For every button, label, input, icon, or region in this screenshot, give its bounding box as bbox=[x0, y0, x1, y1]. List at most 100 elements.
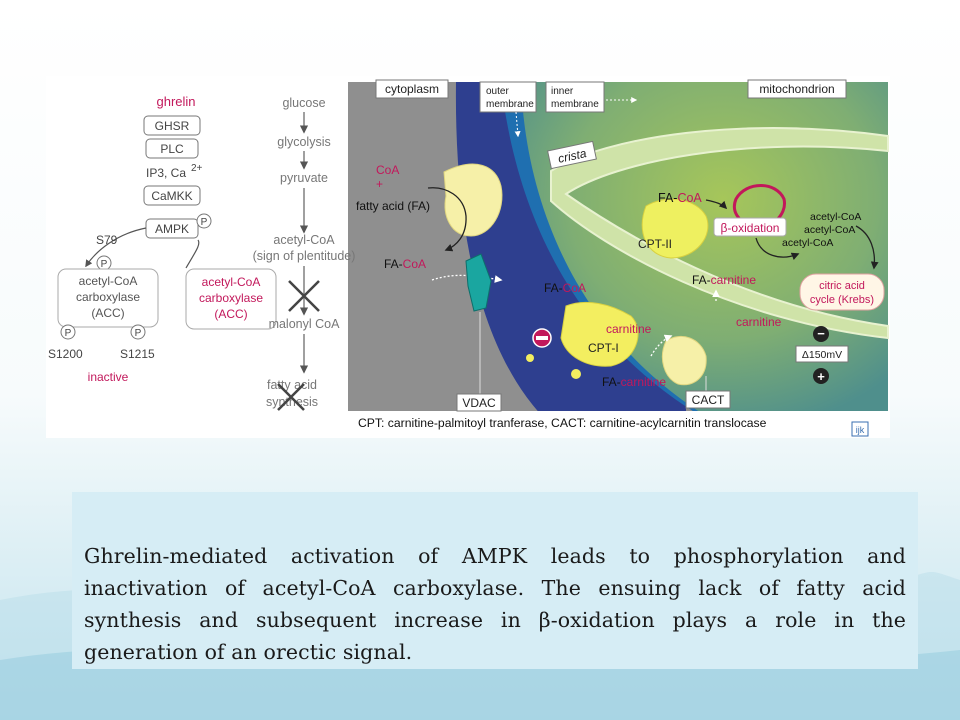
membrane-potential-tag bbox=[795, 345, 849, 363]
glucose-label: glucose bbox=[282, 96, 325, 110]
acc-active-box bbox=[185, 268, 277, 330]
krebs-cycle-box bbox=[799, 273, 885, 311]
fa-activation-arrow bbox=[427, 187, 467, 252]
camkk-box bbox=[143, 185, 201, 206]
positive-charge-icon bbox=[813, 368, 829, 384]
plc-label: PLC bbox=[160, 142, 184, 156]
acc-inactive-line3: (ACC) bbox=[91, 306, 124, 320]
ghsr-label: GHSR bbox=[155, 119, 190, 133]
ghrelin-label: ghrelin bbox=[156, 94, 195, 109]
inactive-label: inactive bbox=[88, 370, 129, 384]
ampk-phospho-label: P bbox=[201, 217, 208, 228]
membrane-potential-label: Δ150mV bbox=[802, 349, 842, 361]
acetylcoa-product-1: acetyl-CoA bbox=[810, 211, 861, 223]
plenitude-label: (sign of plentitude) bbox=[253, 249, 356, 263]
negative-charge-label: − bbox=[817, 326, 825, 341]
malonyl-label: malonyl CoA bbox=[269, 317, 341, 331]
krebs-line1: citric acid bbox=[819, 280, 865, 292]
s1200-phospho-label: P bbox=[65, 328, 72, 339]
ampk-to-acc-arrow bbox=[85, 227, 147, 268]
cact-protein bbox=[662, 336, 707, 386]
carnitine-ims-label: carnitine bbox=[606, 322, 652, 336]
fa-molecule-2 bbox=[571, 369, 581, 379]
carnitine-import-arrow bbox=[650, 334, 673, 357]
inner-membrane-tag bbox=[545, 81, 605, 113]
negative-charge-icon bbox=[813, 326, 829, 342]
outer-membrane-pointer bbox=[514, 111, 521, 138]
crista-tag bbox=[547, 140, 597, 170]
synthesis-block-cross bbox=[277, 383, 305, 411]
beta-oxidation-tag bbox=[713, 217, 787, 237]
acc-inactive-box bbox=[57, 268, 159, 328]
glycolysis-label: glycolysis bbox=[277, 135, 331, 149]
s1215-phospho-label: P bbox=[135, 328, 142, 339]
vdac-tag bbox=[456, 393, 502, 412]
ghrelin-signaling-panel: ghrelin GHSR PLC IP3, Ca 2+ CaMKK AMPK P… bbox=[48, 94, 277, 384]
acc-active-line2: carboxylase bbox=[199, 291, 263, 305]
vdac-label: VDAC bbox=[462, 396, 496, 410]
metabolic-pathway: glucose glycolysis pyruvate acetyl-CoA (… bbox=[253, 96, 356, 411]
beta-oxidation-label: β-oxidation bbox=[721, 221, 780, 235]
outer-membrane-line1: outer bbox=[486, 86, 509, 97]
acyl-coa-synthetase-protein bbox=[443, 163, 503, 237]
fa-coa-cyto-label: FA-CoA bbox=[384, 257, 426, 271]
inner-membrane-line2: membrane bbox=[551, 99, 599, 110]
s79-phospho-label: P bbox=[101, 259, 108, 270]
fatty-acid-fa-label: fatty acid (FA) bbox=[356, 199, 430, 213]
fa-carnitine-matrix-label: FA-carnitine bbox=[692, 273, 756, 287]
cell-panel: cytoplasm outer membrane inner membrane … bbox=[356, 79, 885, 437]
acc-inactive-line1: acetyl-CoA bbox=[79, 274, 138, 288]
synthesis-label: synthesis bbox=[266, 395, 318, 409]
caption-box: Ghrelin-mediated activation of AMPK lead… bbox=[72, 492, 918, 669]
cpt1-label: CPT-I bbox=[588, 341, 619, 355]
pyruvate-label: pyruvate bbox=[280, 171, 328, 185]
s1215-phospho-circle bbox=[130, 324, 146, 340]
krebs-line2: cycle (Krebs) bbox=[810, 294, 874, 306]
inner-membrane-band bbox=[501, 82, 706, 416]
fa-coa-to-beta-arrow bbox=[705, 199, 728, 210]
ghsr-box bbox=[143, 115, 201, 136]
fa-carnitine-ims-label: FA-carnitine bbox=[602, 375, 666, 389]
ampk-label: AMPK bbox=[155, 222, 189, 236]
fatty-acid-label: fatty acid bbox=[267, 378, 317, 392]
legend-strip bbox=[348, 411, 888, 438]
ampk-phospho-circle bbox=[196, 213, 212, 229]
coa-label: CoA bbox=[376, 163, 399, 177]
acetylcoa-label: acetyl-CoA bbox=[273, 233, 335, 247]
cpt1-protein bbox=[560, 301, 639, 367]
acc-to-ampk-line bbox=[185, 239, 200, 269]
inner-membrane-line1: inner bbox=[551, 86, 574, 97]
acc-inactive-line2: carboxylase bbox=[76, 290, 140, 304]
cytoplasm-label: cytoplasm bbox=[385, 82, 439, 96]
coa-plus: + bbox=[376, 177, 383, 191]
s1215-label: S1215 bbox=[120, 347, 155, 361]
crista-label: crista bbox=[557, 146, 588, 166]
inhibition-minus-bar bbox=[536, 336, 548, 340]
cpt2-label: CPT-II bbox=[638, 237, 672, 251]
cytoplasm-tag bbox=[375, 79, 449, 99]
cact-tag bbox=[685, 390, 731, 409]
acc-block-cross bbox=[288, 280, 320, 312]
ca-superscript: 2+ bbox=[191, 163, 203, 174]
mitochondrion-tag bbox=[747, 79, 847, 99]
mitochondrion-label: mitochondrion bbox=[759, 82, 834, 96]
fa-molecule-1 bbox=[526, 354, 534, 362]
acc-active-line1: acetyl-CoA bbox=[202, 275, 261, 289]
s79-label: S79 bbox=[96, 233, 118, 247]
ip3-label: IP3, Ca bbox=[146, 166, 186, 180]
acetylcoa-to-krebs-arrow bbox=[855, 225, 879, 270]
s1200-label: S1200 bbox=[48, 347, 83, 361]
acc-active-line3: (ACC) bbox=[214, 307, 247, 321]
beta-to-acetylcoa-arrow bbox=[755, 237, 800, 260]
caption-text: Ghrelin-mediated activation of AMPK lead… bbox=[84, 544, 906, 664]
positive-charge-label: + bbox=[817, 369, 825, 384]
ghrelin-ampk-diagram: ghrelin GHSR PLC IP3, Ca 2+ CaMKK AMPK P… bbox=[46, 76, 890, 438]
plc-box bbox=[145, 138, 199, 159]
fa-coa-ims-label: FA-CoA bbox=[544, 281, 586, 295]
abbreviation-legend: CPT: carnitine-palmitoyl tranferase, CAC… bbox=[358, 416, 767, 430]
vdac-channel bbox=[465, 253, 492, 312]
camkk-label: CaMKK bbox=[151, 189, 192, 203]
ijk-logo: ijk bbox=[856, 425, 865, 435]
acetylcoa-product-3: acetyl-CoA bbox=[782, 237, 833, 249]
outer-membrane-line2: membrane bbox=[486, 99, 534, 110]
